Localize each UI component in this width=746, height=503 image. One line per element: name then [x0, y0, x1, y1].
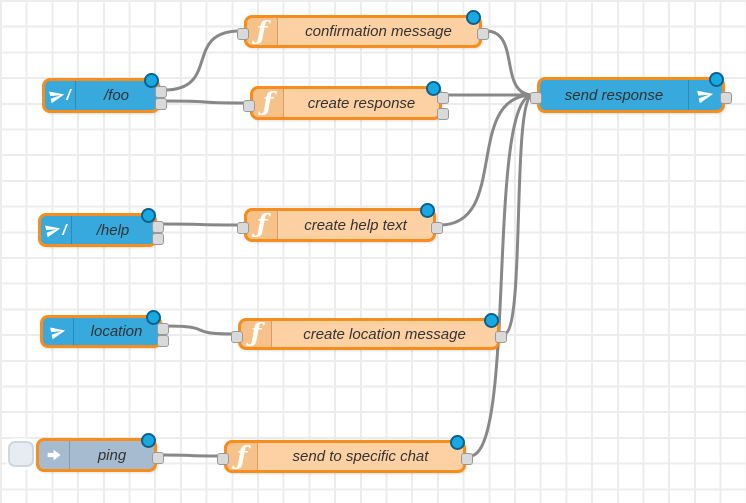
output-port[interactable] [495, 331, 507, 343]
node-label: create response [307, 94, 416, 112]
output-port-1[interactable] [152, 221, 164, 233]
node-label: confirmation message [305, 23, 452, 40]
wire-help-to-create-help-text[interactable] [159, 222, 242, 227]
node-create-help-text[interactable]: ƒ create help text [237, 203, 443, 242]
node-confirmation-message[interactable]: ƒ confirmation message [237, 10, 489, 48]
output-port-1[interactable] [155, 86, 167, 98]
changed-indicator [141, 433, 156, 448]
paper-plane-icon [43, 318, 74, 345]
wire-create-location-message-to-send-response[interactable] [502, 93, 535, 336]
input-port[interactable] [243, 100, 255, 112]
output-port[interactable] [461, 453, 473, 465]
node-create-response[interactable]: ƒ create response [243, 81, 449, 120]
function-icon: ƒ [253, 89, 284, 117]
input-port[interactable] [217, 453, 229, 465]
node-location[interactable]: location [40, 310, 169, 348]
node-label: create help text [304, 216, 407, 234]
function-icon: ƒ [227, 443, 258, 470]
node-label: /foo [103, 87, 130, 104]
output-port[interactable] [720, 92, 732, 104]
node-label: send to specific chat [292, 448, 429, 465]
node-send-to-specific-chat[interactable]: ƒ send to specific chat [217, 435, 473, 473]
output-port-2[interactable] [155, 98, 167, 110]
paper-plane-icon [688, 80, 722, 110]
wire-foo-to-confirmation-message[interactable] [162, 29, 242, 92]
output-port-1[interactable] [437, 92, 449, 104]
node-create-location-message[interactable]: ƒ create location message [231, 313, 507, 350]
paper-plane-slash-icon: / [45, 81, 76, 110]
changed-indicator [146, 310, 161, 325]
input-port[interactable] [237, 222, 249, 234]
changed-indicator [420, 203, 435, 218]
function-icon: ƒ [247, 18, 278, 45]
node-foo[interactable]: / /foo [42, 73, 167, 113]
inject-button[interactable] [8, 441, 34, 467]
changed-indicator [141, 208, 156, 223]
wire-ping-to-send-to-specific-chat[interactable] [159, 453, 222, 458]
wire-confirmation-message-to-send-response[interactable] [484, 29, 535, 97]
wire-foo-to-create-response[interactable] [162, 99, 248, 105]
changed-indicator [426, 81, 441, 96]
input-port[interactable] [231, 331, 243, 343]
input-port[interactable] [237, 28, 249, 40]
input-port[interactable] [530, 92, 542, 104]
node-label: send response [564, 86, 664, 104]
function-icon: ƒ [241, 320, 272, 347]
output-port-1[interactable] [157, 323, 169, 335]
node-help[interactable]: / /help [38, 208, 164, 247]
output-port-2[interactable] [437, 108, 449, 120]
output-port[interactable] [477, 28, 489, 40]
wire-send-to-specific-chat-to-send-response[interactable] [468, 93, 535, 458]
node-label: location [90, 323, 143, 340]
changed-indicator [144, 73, 159, 88]
wire-create-help-text-to-send-response[interactable] [438, 93, 535, 227]
paper-plane-slash-icon: / [41, 216, 72, 244]
changed-indicator [484, 313, 499, 328]
changed-indicator [709, 72, 724, 87]
changed-indicator [466, 10, 481, 25]
node-send-response[interactable]: send response [530, 72, 732, 113]
node-ping[interactable]: ping [36, 433, 164, 472]
inject-arrow-icon [39, 441, 70, 469]
function-icon: ƒ [247, 211, 278, 239]
changed-indicator [450, 435, 465, 450]
output-port[interactable] [152, 452, 164, 464]
node-label: /help [96, 221, 130, 239]
output-port-2[interactable] [152, 233, 164, 245]
output-port-2[interactable] [157, 335, 169, 347]
wire-location-to-create-location-message[interactable] [164, 324, 236, 336]
node-label: create location message [303, 325, 466, 343]
node-label: ping [97, 446, 127, 464]
output-port[interactable] [431, 222, 443, 234]
